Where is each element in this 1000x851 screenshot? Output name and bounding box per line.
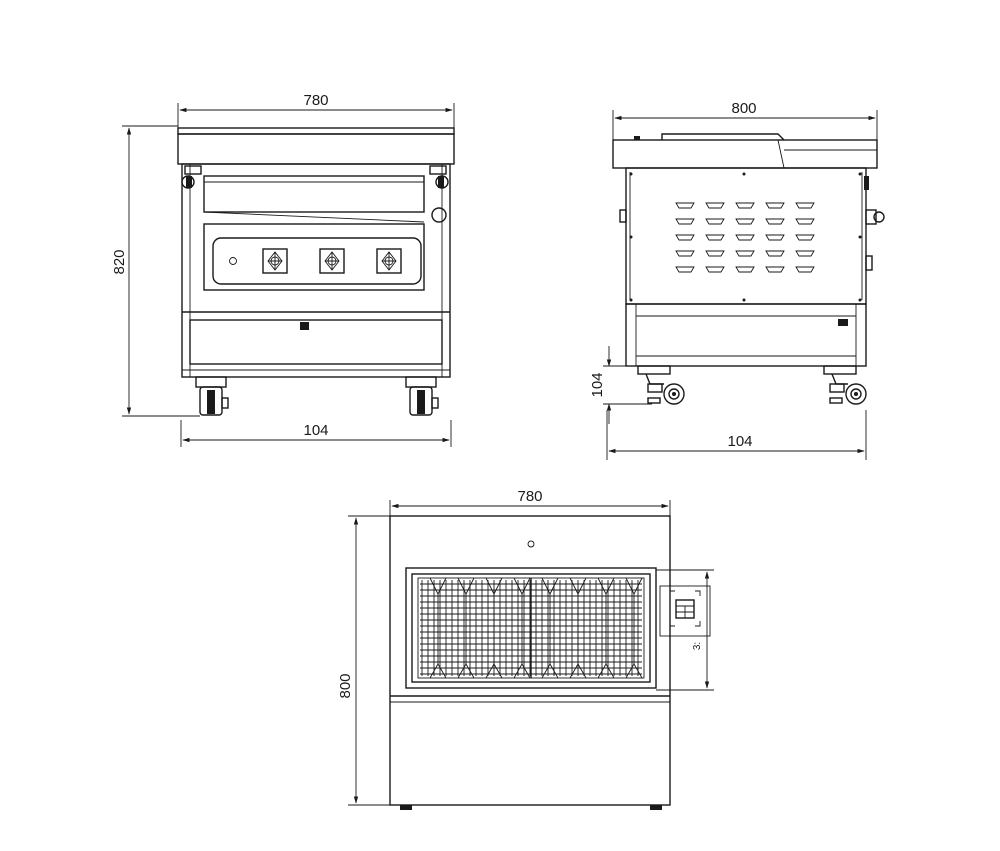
control-knob-icon[interactable]: [319, 248, 345, 274]
grille-pattern: [569, 577, 587, 679]
control-knob-icon[interactable]: [262, 248, 288, 274]
vent-slot: [765, 266, 785, 273]
foot-icon: [650, 805, 662, 810]
rear-side-label: 3:: [692, 642, 703, 650]
front-cabinet: [177, 127, 455, 416]
grille-pattern: [541, 577, 559, 679]
hole-icon: [527, 540, 535, 548]
rear-view: 780 800 3:: [337, 488, 714, 810]
gauge-icon: [431, 207, 447, 223]
vent-slot: [675, 218, 695, 225]
vent-slot: [675, 250, 695, 257]
vent-slot: [675, 234, 695, 241]
vent-slot: [705, 218, 725, 225]
rear-width-dimension: 780: [389, 488, 671, 516]
side-view: 800 104 104: [589, 100, 885, 460]
side-base-dimension: 104: [606, 410, 867, 460]
side-width-label: 800: [731, 100, 756, 117]
front-height-label: 820: [111, 249, 128, 274]
rear-cabinet: [389, 515, 711, 810]
vent-slot: [705, 250, 725, 257]
valve-icon: [865, 209, 885, 225]
front-height-dimension: 820: [111, 125, 200, 417]
rear-height-label: 800: [337, 673, 354, 698]
connection-box-icon: [659, 585, 711, 637]
vent-slot: [765, 218, 785, 225]
grille-pattern: [429, 577, 447, 679]
front-base-label: 104: [303, 422, 328, 439]
grille-pattern: [485, 577, 503, 679]
vent-slot: [735, 266, 755, 273]
grille-pattern: [625, 577, 643, 679]
control-knob-icon[interactable]: [376, 248, 402, 274]
rear-width-label: 780: [517, 488, 542, 505]
side-width-dimension: 800: [612, 100, 878, 140]
vent-slot: [705, 202, 725, 209]
vent-slot: [765, 202, 785, 209]
grille-pattern: [597, 577, 615, 679]
front-view: 780 820 104: [111, 92, 455, 447]
front-width-label: 780: [303, 92, 328, 109]
side-clamp-icon: [429, 165, 449, 189]
caster-wheel-icon: [405, 376, 439, 416]
side-clamp-icon: [181, 165, 202, 189]
front-base-dimension: 104: [180, 420, 452, 447]
vent-slot: [705, 234, 725, 241]
vent-slot: [765, 250, 785, 257]
caster-wheel-icon: [195, 376, 229, 416]
side-wheel-height-dimension: 104: [589, 346, 652, 424]
vent-slot: [735, 250, 755, 257]
vent-slot: [735, 202, 755, 209]
indicator-light-icon: [229, 257, 237, 265]
rear-grille: [420, 577, 643, 679]
vent-slot: [795, 250, 815, 257]
vent-slot: [675, 202, 695, 209]
drawer-handle-icon[interactable]: [300, 322, 309, 330]
caster-wheel-icon: [637, 365, 685, 405]
vent-grille: [675, 202, 815, 273]
vent-slot: [735, 218, 755, 225]
side-base-label: 104: [727, 433, 752, 450]
vent-slot: [675, 266, 695, 273]
front-width-dimension: 780: [177, 92, 455, 128]
vent-slot: [735, 234, 755, 241]
vent-slot: [705, 266, 725, 273]
vent-slot: [795, 218, 815, 225]
rear-side-dimension: 3:: [656, 569, 714, 691]
rear-height-dimension: 800: [337, 515, 390, 806]
grille-pattern: [457, 577, 475, 679]
foot-icon: [400, 805, 412, 810]
vent-slot: [795, 202, 815, 209]
grille-pattern: [513, 577, 531, 679]
caster-wheel-icon: [823, 365, 867, 405]
side-wheel-height-label: 104: [589, 372, 606, 397]
vent-slot: [765, 234, 785, 241]
side-cabinet: [612, 133, 885, 405]
vent-slot: [795, 266, 815, 273]
vent-slot: [795, 234, 815, 241]
